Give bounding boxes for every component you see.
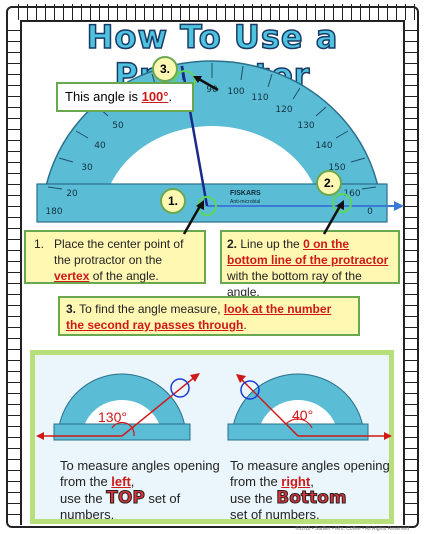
svg-text:150: 150 xyxy=(328,163,345,173)
svg-text:130: 130 xyxy=(297,121,314,131)
example-right-protractor: 40° xyxy=(227,373,392,441)
svg-text:0: 0 xyxy=(367,207,373,217)
page-frame xyxy=(6,6,419,528)
marker-1: 1. xyxy=(160,188,186,214)
marker-2: 2. xyxy=(316,170,342,196)
bottom-ray-arrow xyxy=(394,201,404,211)
svg-text:180: 180 xyxy=(45,207,62,217)
svg-text:160: 160 xyxy=(343,189,360,199)
step-1-box: 1. Place the center point of the protrac… xyxy=(24,230,206,284)
example-right-caption: To measure angles opening from the right… xyxy=(230,458,390,522)
example-left-caption: To measure angles opening from the left,… xyxy=(60,458,220,522)
angle-130-label: 130° xyxy=(98,409,127,425)
footer-credit: ©2016 • Sadlier • Mrs. Coffee • All Righ… xyxy=(295,526,409,532)
step-2-number: 2. xyxy=(227,237,238,251)
svg-text:120: 120 xyxy=(275,105,292,115)
angle-callout: This angle is 100°. xyxy=(56,82,194,112)
left-direction: left xyxy=(111,474,131,489)
border-fence-right xyxy=(403,20,419,525)
marker-3: 3. xyxy=(152,56,178,82)
step-1-arrow xyxy=(182,200,204,235)
step-2-link: 0 on the bottom line of the protractor xyxy=(227,237,389,267)
svg-text:100: 100 xyxy=(227,87,244,97)
svg-text:50: 50 xyxy=(112,121,124,131)
border-fence-left xyxy=(6,20,22,525)
step-3-box: 3. To find the angle measure, look at th… xyxy=(58,296,360,336)
step-2-box: 2. Line up the 0 on the bottom line of t… xyxy=(220,230,400,299)
svg-text:110: 110 xyxy=(251,93,268,103)
top-emphasis: TOP xyxy=(106,488,146,508)
step-2-arrow xyxy=(322,200,344,235)
right-direction: right xyxy=(281,474,311,489)
step-3-number: 3. xyxy=(66,302,77,316)
bottom-emphasis: Bottom xyxy=(276,488,347,508)
pointer-arrow-3 xyxy=(196,76,219,92)
svg-text:90: 90 xyxy=(206,85,218,95)
svg-text:30: 30 xyxy=(81,163,93,173)
step-1-link: vertex xyxy=(54,269,90,283)
angle-40-label: 40° xyxy=(292,407,313,423)
angle-value: 100° xyxy=(141,89,169,104)
border-fence-top xyxy=(10,4,415,22)
svg-text:FISKARS: FISKARS xyxy=(230,190,261,197)
step-1-number: 1. xyxy=(34,237,45,251)
step-3-link: look at the number the second ray passes… xyxy=(66,302,332,332)
svg-text:Anti-microbial: Anti-microbial xyxy=(230,199,260,205)
svg-text:40: 40 xyxy=(94,141,106,151)
svg-text:20: 20 xyxy=(66,189,78,199)
zero-circle xyxy=(332,193,352,213)
svg-text:140: 140 xyxy=(315,141,332,151)
example-left-protractor: 130° xyxy=(36,373,200,441)
